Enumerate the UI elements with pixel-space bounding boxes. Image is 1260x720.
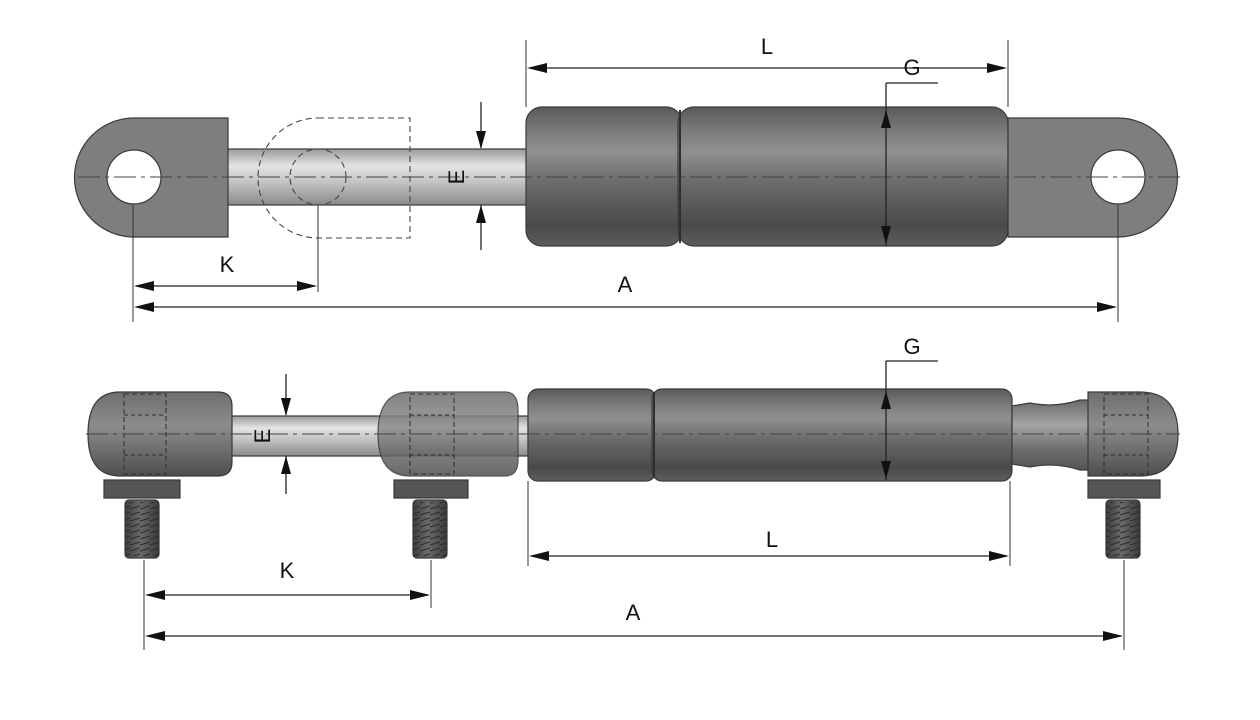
label-a: A (618, 272, 633, 297)
dimension-k: K (143, 558, 432, 650)
eye-end-view: L G E K (73, 34, 1182, 322)
end-fitting-neck (1011, 399, 1091, 471)
label-k: K (220, 252, 235, 277)
dimension-a: A (145, 560, 1125, 650)
dimension-e: E (444, 102, 486, 250)
dimension-l: L (527, 481, 1011, 566)
dimension-g: G (881, 334, 938, 480)
label-e: E (444, 170, 469, 185)
label-e: E (250, 429, 275, 444)
dimension-l: L (525, 34, 1009, 107)
dimension-k: K (132, 205, 319, 322)
label-g: G (903, 334, 920, 359)
label-a: A (626, 600, 641, 625)
label-l: L (761, 34, 773, 59)
dimension-a: A (134, 205, 1119, 322)
label-l: L (766, 527, 778, 552)
ball-joint-view: G E L K (86, 334, 1180, 650)
label-g: G (903, 55, 920, 80)
dimension-g: G (881, 55, 938, 246)
cylinder-body (527, 388, 1013, 482)
dimension-e: E (250, 374, 291, 494)
right-ball-joint (1087, 391, 1179, 559)
alternative-ball-joint (377, 391, 519, 559)
left-ball-joint (87, 391, 233, 559)
label-k: K (280, 558, 295, 583)
